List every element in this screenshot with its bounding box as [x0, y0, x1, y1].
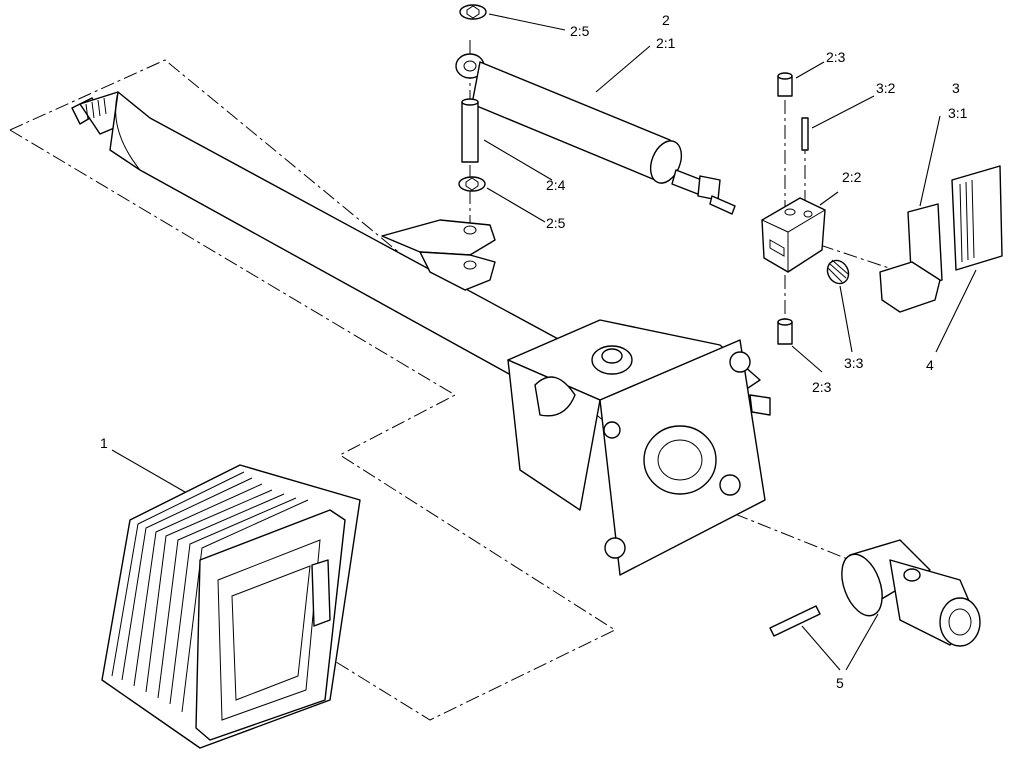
- callout-5: 5: [836, 675, 844, 691]
- spring: [826, 259, 850, 285]
- clamp-block: [761, 197, 826, 273]
- latch: [879, 203, 943, 313]
- pin-bottom: [777, 318, 793, 345]
- spacer-tube: [461, 98, 479, 163]
- gas-strut: [455, 53, 736, 215]
- callout-2-5-bottom: 2:5: [546, 215, 566, 231]
- steering-column-shaft: [71, 91, 561, 381]
- callout-2: 2: [662, 12, 670, 28]
- callout-3-3: 3:3: [844, 355, 864, 371]
- joint-pin: [769, 605, 821, 637]
- callout-2-2: 2:2: [842, 169, 862, 185]
- callout-1: 1: [100, 435, 108, 451]
- mounting-bracket: [381, 219, 496, 291]
- handle-grip: [951, 165, 1003, 271]
- callout-4: 4: [926, 357, 934, 373]
- callout-labels: 1 2 2:1 2:2 2:3 2:3 2:4 2:5 2:5 3 3:1 3:…: [100, 12, 968, 691]
- universal-joint: [841, 539, 981, 647]
- washer-bottom: [458, 176, 486, 192]
- callout-2-5-top: 2:5: [570, 23, 590, 39]
- pin-top: [777, 72, 793, 97]
- callout-3: 3: [952, 80, 960, 96]
- roll-pin: [801, 117, 809, 151]
- pivot-housing: [507, 319, 771, 576]
- callout-3-2: 3:2: [876, 80, 896, 96]
- callout-2-1: 2:1: [656, 35, 676, 51]
- washer-top: [459, 4, 487, 20]
- callout-2-4: 2:4: [546, 177, 566, 193]
- rubber-boot: [101, 464, 361, 749]
- leader-lines: [111, 13, 977, 671]
- callout-2-3-top: 2:3: [826, 49, 846, 65]
- callout-3-1: 3:1: [948, 105, 968, 121]
- callout-2-3-bottom: 2:3: [812, 379, 832, 395]
